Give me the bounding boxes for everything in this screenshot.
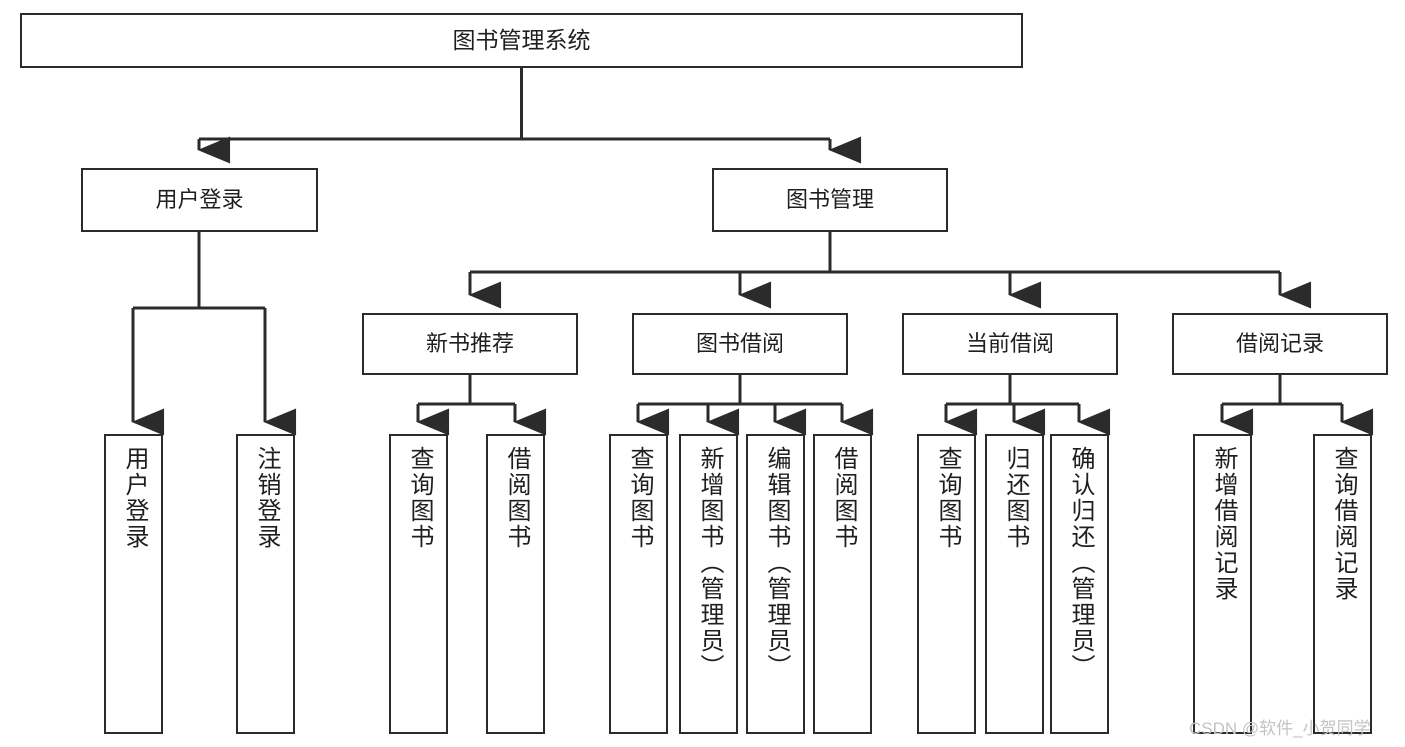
node-leaf-return-book-label: 归还图书: [1001, 446, 1029, 550]
node-leaf-logout[interactable]: 注销登录: [236, 434, 295, 734]
node-leaf-query-book-2-label: 查询图书: [625, 446, 653, 550]
node-leaf-add-record-label: 新增借阅记录: [1209, 446, 1237, 602]
node-leaf-query-record-label: 查询借阅记录: [1329, 446, 1357, 602]
node-root-label: 图书管理系统: [452, 26, 591, 53]
node-book-manage[interactable]: 图书管理: [712, 168, 948, 232]
node-current-borrow-label: 当前借阅: [965, 330, 1054, 356]
node-new-book-rec-label: 新书推荐: [425, 330, 514, 356]
node-leaf-confirm-return[interactable]: 确认归还（管理员）: [1050, 434, 1109, 734]
node-leaf-query-book-2[interactable]: 查询图书: [609, 434, 668, 734]
node-leaf-query-record[interactable]: 查询借阅记录: [1313, 434, 1372, 734]
watermark: CSDN @软件_小贺同学: [1189, 719, 1371, 738]
node-leaf-add-book-label: 新增图书（管理员）: [695, 446, 723, 680]
node-leaf-add-book[interactable]: 新增图书（管理员）: [679, 434, 738, 734]
node-leaf-borrow-book-1-label: 借阅图书: [502, 446, 530, 550]
node-leaf-logout-label: 注销登录: [252, 446, 280, 550]
node-leaf-user-login-label: 用户登录: [120, 446, 148, 550]
node-leaf-query-book-3-label: 查询图书: [933, 446, 961, 550]
node-leaf-borrow-book-2[interactable]: 借阅图书: [813, 434, 872, 734]
node-borrow-record[interactable]: 借阅记录: [1172, 313, 1388, 375]
node-current-borrow[interactable]: 当前借阅: [902, 313, 1118, 375]
node-leaf-edit-book-label: 编辑图书（管理员）: [762, 446, 790, 680]
node-book-manage-label: 图书管理: [785, 186, 874, 212]
node-book-borrow-label: 图书借阅: [695, 330, 784, 356]
node-root[interactable]: 图书管理系统: [20, 13, 1023, 68]
node-book-borrow[interactable]: 图书借阅: [632, 313, 848, 375]
node-borrow-record-label: 借阅记录: [1235, 330, 1324, 356]
node-leaf-borrow-book-2-label: 借阅图书: [829, 446, 857, 550]
node-user-login-label: 用户登录: [155, 186, 244, 212]
node-leaf-return-book[interactable]: 归还图书: [985, 434, 1044, 734]
node-leaf-edit-book[interactable]: 编辑图书（管理员）: [746, 434, 805, 734]
node-leaf-borrow-book-1[interactable]: 借阅图书: [486, 434, 545, 734]
node-leaf-query-book-1-label: 查询图书: [405, 446, 433, 550]
node-user-login[interactable]: 用户登录: [81, 168, 318, 232]
node-leaf-query-book-3[interactable]: 查询图书: [917, 434, 976, 734]
node-new-book-rec[interactable]: 新书推荐: [362, 313, 578, 375]
node-leaf-add-record[interactable]: 新增借阅记录: [1193, 434, 1252, 734]
node-leaf-user-login[interactable]: 用户登录: [104, 434, 163, 734]
node-leaf-query-book-1[interactable]: 查询图书: [389, 434, 448, 734]
node-leaf-confirm-return-label: 确认归还（管理员）: [1066, 446, 1094, 680]
